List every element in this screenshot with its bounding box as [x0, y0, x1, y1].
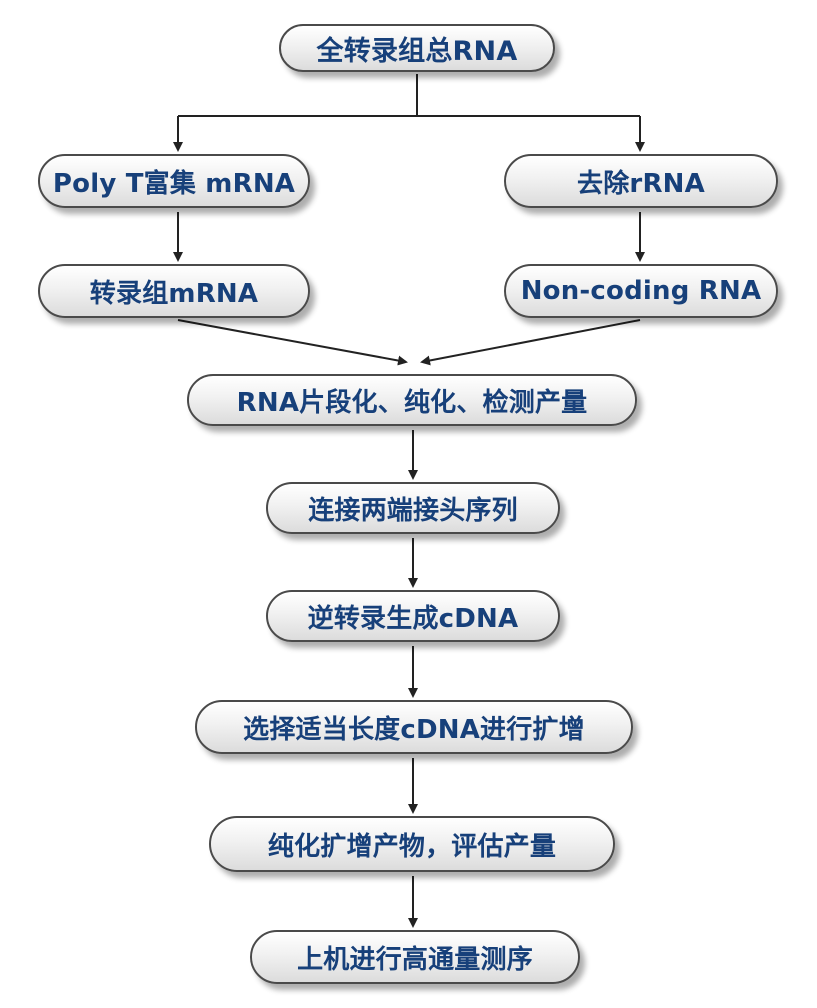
node-reverse-transcription-label: 逆转录生成cDNA [307, 603, 519, 634]
node-poly-t-enrich-label: Poly T富集 mRNA [52, 168, 296, 199]
node-purify-assess: 纯化扩增产物，评估产量 [209, 816, 615, 872]
node-noncoding-rna-label: Non-coding RNA [520, 276, 762, 306]
node-high-throughput-sequencing: 上机进行高通量测序 [250, 930, 580, 984]
node-high-throughput-sequencing-label: 上机进行高通量测序 [297, 944, 533, 975]
node-transcriptome-mrna-label: 转录组mRNA [89, 278, 259, 309]
node-total-rna-label: 全转录组总RNA [316, 35, 518, 67]
node-size-select-amplify-label: 选择适当长度cDNA进行扩增 [243, 714, 585, 745]
node-rna-fragmentation-label: RNA片段化、纯化、检测产量 [236, 387, 588, 418]
node-adapter-ligation-label: 连接两端接头序列 [308, 495, 518, 526]
node-transcriptome-mrna: 转录组mRNA [38, 264, 310, 318]
node-rna-fragmentation: RNA片段化、纯化、检测产量 [187, 374, 637, 426]
node-size-select-amplify: 选择适当长度cDNA进行扩增 [195, 700, 633, 754]
arrow-left-converge [177, 319, 408, 366]
node-noncoding-rna: Non-coding RNA [504, 264, 778, 318]
node-adapter-ligation: 连接两端接头序列 [266, 482, 560, 534]
arrow-right-converge [420, 319, 641, 366]
node-total-rna: 全转录组总RNA [279, 24, 555, 72]
node-reverse-transcription: 逆转录生成cDNA [266, 590, 560, 642]
node-remove-rrna-label: 去除rRNA [577, 168, 705, 199]
node-poly-t-enrich: Poly T富集 mRNA [38, 154, 310, 208]
node-remove-rrna: 去除rRNA [504, 154, 778, 208]
node-purify-assess-label: 纯化扩增产物，评估产量 [267, 831, 557, 862]
